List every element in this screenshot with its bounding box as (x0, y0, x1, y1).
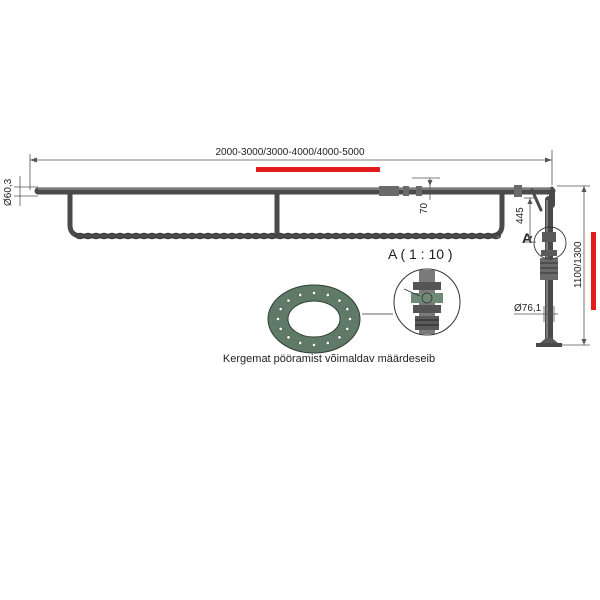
washer-hole (348, 317, 352, 321)
washer-hole (312, 343, 316, 347)
height-label: 1100/1300 (573, 241, 584, 288)
main-arm (34, 185, 556, 198)
offset-445-label: 445 (515, 207, 526, 224)
chain-link (490, 232, 501, 240)
offset-445-dimension: 445 (515, 197, 536, 243)
post-diameter-dimension: Ø76,1 (514, 303, 558, 322)
washer-hole (345, 326, 350, 331)
arm-diameter-label: Ø60,3 (3, 178, 14, 206)
washer-hole (298, 341, 303, 345)
grease-washer (267, 284, 361, 354)
washer-hole (278, 326, 283, 331)
offset-70-dimension: 70 (412, 177, 440, 214)
washer-hole (286, 335, 291, 340)
washer-hole (298, 293, 303, 297)
height-dimension: 1100/1300 (557, 185, 590, 346)
washer-hole (286, 298, 291, 303)
detail-scale-label: A ( 1 : 10 ) (388, 246, 453, 262)
vertical-post (530, 188, 562, 347)
washer-hole (325, 341, 330, 345)
chain (75, 232, 501, 240)
detail-view (393, 268, 461, 336)
offset-70-label: 70 (419, 202, 430, 214)
washer-caption: Kergemat pööramist võimaldav määrdeseib (223, 353, 435, 365)
post-diameter-label: Ø76,1 (514, 303, 542, 314)
washer-hole (325, 293, 330, 297)
highlight-bar-top (256, 167, 380, 172)
washer-hole (345, 307, 350, 312)
washer-hole (312, 291, 316, 295)
detail-circle-post (533, 226, 567, 260)
lower-rail (67, 191, 505, 239)
highlight-bar-right (591, 232, 596, 310)
washer-hole (337, 335, 342, 340)
washer-hole (276, 317, 280, 321)
span-dimension-label: 2000-3000/3000-4000/4000-5000 (215, 147, 364, 158)
arm-diameter-dimension: Ø60,3 (3, 176, 38, 206)
washer-holes (276, 291, 352, 347)
detail-marker: A (522, 230, 532, 246)
washer-hole (278, 307, 283, 312)
washer-hole (337, 298, 342, 303)
span-dimension: 2000-3000/3000-4000/4000-5000 (29, 147, 553, 190)
